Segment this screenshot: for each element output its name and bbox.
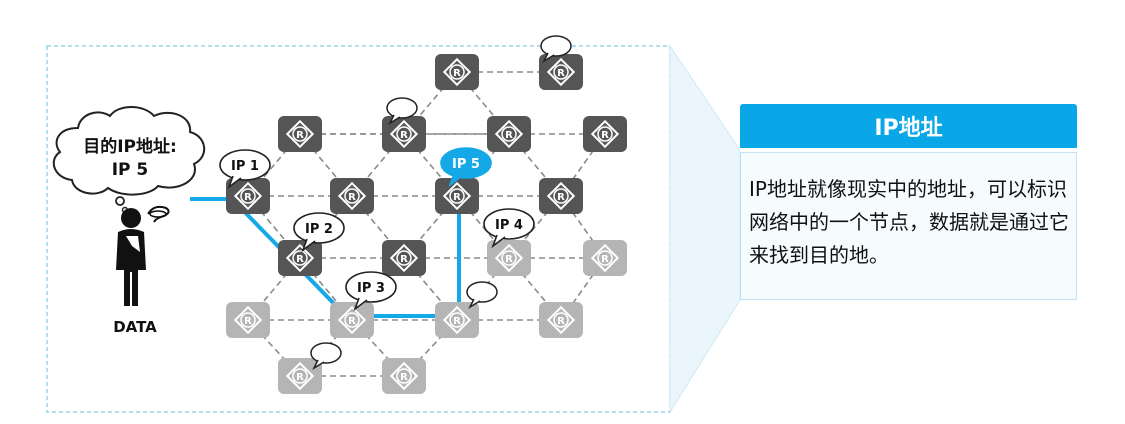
ip-label-3: IP 3 xyxy=(345,271,397,312)
ip-label-text: IP 5 xyxy=(452,157,480,172)
router-icon: R xyxy=(226,302,270,338)
ip-label-text: IP 3 xyxy=(357,281,385,296)
router-symbol: R xyxy=(348,316,356,327)
target-ip-line1: 目的IP地址: xyxy=(83,136,177,157)
router-symbol: R xyxy=(601,254,609,265)
ip-label-text: IP 2 xyxy=(305,222,333,237)
router-icon: R xyxy=(487,240,531,276)
router-icon: R xyxy=(382,358,426,394)
router-icon: R xyxy=(435,178,479,214)
router-icon: R xyxy=(487,116,531,152)
router-symbol: R xyxy=(453,68,461,79)
router-symbol: R xyxy=(557,316,565,327)
ip-info-panel: IP地址 IP地址就像现实中的地址，可以标识网络中的一个节点，数据就是通过它来找… xyxy=(740,104,1077,300)
empty-speech-bubbles xyxy=(310,35,572,370)
router-symbol: R xyxy=(505,254,513,265)
router-symbol: R xyxy=(601,130,609,141)
router-icon: R xyxy=(226,178,270,214)
router-icon: R xyxy=(278,116,322,152)
router-symbol: R xyxy=(296,372,304,383)
router-symbol: R xyxy=(244,316,252,327)
target-ip-line2: IP 5 xyxy=(112,160,149,180)
person-label: DATA xyxy=(113,318,157,336)
empty-speech-bubble xyxy=(466,281,498,309)
ip-label-text: IP 4 xyxy=(495,218,523,233)
router-icon: R xyxy=(583,116,627,152)
router-symbol: R xyxy=(244,192,252,203)
router-icon: R xyxy=(278,240,322,276)
router-icon: R xyxy=(330,178,374,214)
router-icon: R xyxy=(435,302,479,338)
empty-speech-bubble xyxy=(310,342,342,370)
person-thinking-icon: DATA xyxy=(113,205,170,336)
ip-label-text: IP 1 xyxy=(231,159,259,174)
panel-title: IP地址 xyxy=(740,104,1077,148)
router-icon: R xyxy=(382,116,426,152)
router-symbol: R xyxy=(453,316,461,327)
router-symbol: R xyxy=(400,130,408,141)
router-symbol: R xyxy=(453,192,461,203)
ip-labels: IP 1 IP 2 IP 3 IP 4 IP 5 xyxy=(219,147,535,312)
router-symbol: R xyxy=(296,254,304,265)
router-icon: R xyxy=(539,302,583,338)
router-symbol: R xyxy=(400,254,408,265)
router-icon: R xyxy=(278,358,322,394)
router-icon: R xyxy=(435,54,479,90)
router-symbol: R xyxy=(557,68,565,79)
ip-label-5: IP 5 xyxy=(440,147,492,188)
router-symbol: R xyxy=(348,192,356,203)
router-symbol: R xyxy=(400,372,408,383)
diagram-frame xyxy=(46,45,671,413)
empty-speech-bubble xyxy=(386,97,418,125)
router-symbol: R xyxy=(296,130,304,141)
ip-label-4: IP 4 xyxy=(483,208,535,249)
router-icon: R xyxy=(330,302,374,338)
ip-label-1: IP 1 xyxy=(219,149,271,190)
router-symbol: R xyxy=(557,192,565,203)
router-symbol: R xyxy=(505,130,513,141)
target-ip-thought-bubble: 目的IP地址: IP 5 xyxy=(52,106,205,214)
callout-wedge xyxy=(669,44,741,414)
router-icon: R xyxy=(539,178,583,214)
router-icon: R xyxy=(583,240,627,276)
empty-speech-bubble xyxy=(540,35,572,63)
panel-body-text: IP地址就像现实中的地址，可以标识网络中的一个节点，数据就是通过它来找到目的地。 xyxy=(740,152,1077,300)
router-icon: R xyxy=(382,240,426,276)
router-nodes: R R R R R R R R R R R R R R R R R R R R xyxy=(226,54,627,394)
router-icon: R xyxy=(539,54,583,90)
ip-label-2: IP 2 xyxy=(293,212,345,253)
